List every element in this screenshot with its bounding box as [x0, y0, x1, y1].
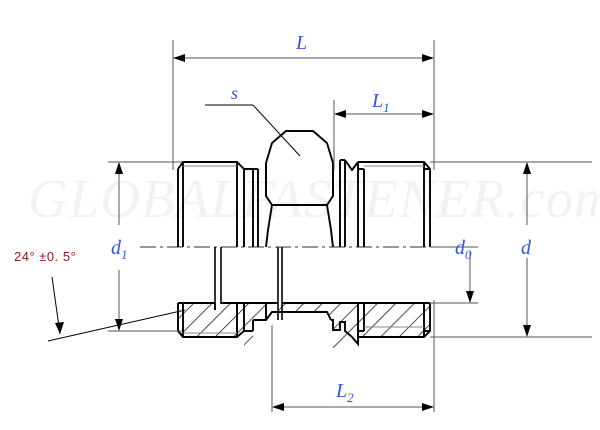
watermark-text: GLOBALFASTENER.com — [28, 168, 600, 229]
section-hatching — [178, 303, 430, 353]
dimension-d0 — [430, 246, 478, 304]
part-outline — [177, 130, 431, 248]
dimension-L1 — [333, 100, 434, 170]
cone-angle-leader — [47, 276, 186, 342]
dimension-L2 — [271, 300, 435, 412]
dimension-d — [430, 161, 592, 338]
dimension-d1 — [108, 161, 182, 332]
thread-root-lines-lower — [183, 326, 424, 334]
leader-s — [205, 104, 301, 157]
dimension-L — [172, 40, 435, 170]
section-outline — [177, 302, 431, 347]
